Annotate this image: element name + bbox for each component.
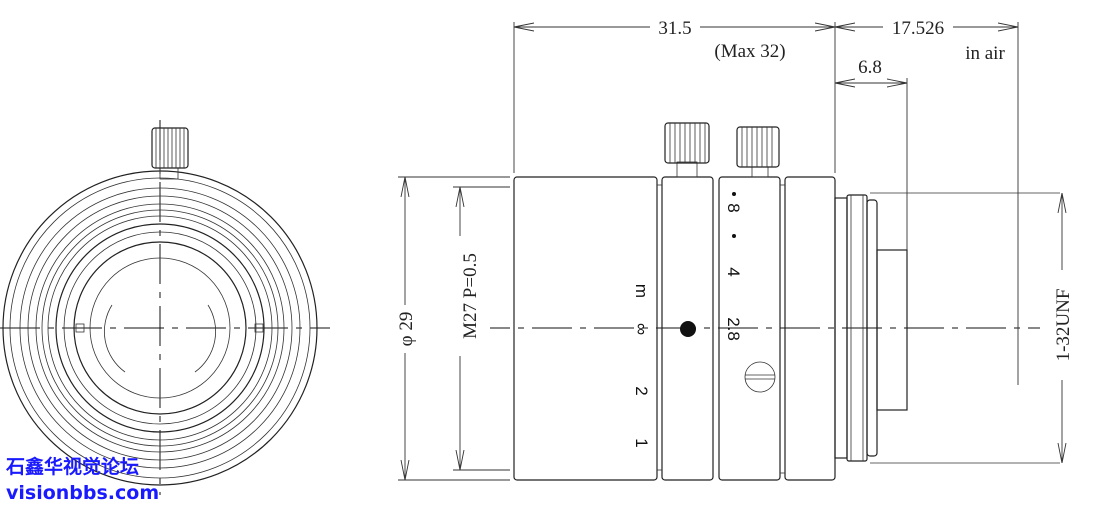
dim-back-focus: 17.526	[892, 18, 944, 39]
dim-mount-depth: 6.8	[858, 57, 882, 78]
iris-scale: 8 4 2.8	[724, 203, 743, 341]
aperture-marks	[103, 304, 217, 373]
screw-icon	[744, 361, 776, 393]
knob-stem	[159, 167, 179, 180]
dim-length: 31.5	[658, 18, 691, 39]
iris-lock-knob	[736, 126, 780, 168]
watermark-title: 石鑫华视觉论坛	[6, 456, 140, 478]
index-dot	[680, 321, 696, 337]
iris-ring	[718, 176, 781, 481]
dim-mount-thread: 1-32UNF	[1053, 289, 1074, 362]
svg-text:1: 1	[632, 438, 651, 447]
svg-text:8: 8	[724, 203, 743, 212]
svg-text:∞: ∞	[632, 323, 651, 335]
focus-ring	[513, 176, 658, 481]
svg-text:2: 2	[632, 386, 651, 395]
svg-text:2.8: 2.8	[724, 317, 743, 341]
dim-length-max: (Max 32)	[714, 41, 785, 62]
svg-text:m: m	[632, 284, 651, 298]
front-view	[0, 120, 330, 495]
focus-lock-knob	[664, 122, 710, 164]
svg-text:4: 4	[724, 267, 743, 276]
focus-scale: m ∞ 2 1	[632, 284, 651, 448]
dimensions: 31.5 (Max 32) 17.526 in air 6.8 φ 29 M27…	[396, 14, 1074, 481]
dim-filter-thread: M27 P=0.5	[460, 253, 481, 339]
side-view: m ∞ 2 1 8 4 2.8	[470, 122, 1060, 481]
knob	[151, 127, 189, 169]
dim-diameter: φ 29	[396, 312, 417, 347]
watermark-url: visionbbs.com	[6, 482, 160, 504]
dim-back-focus-note: in air	[965, 43, 1005, 64]
